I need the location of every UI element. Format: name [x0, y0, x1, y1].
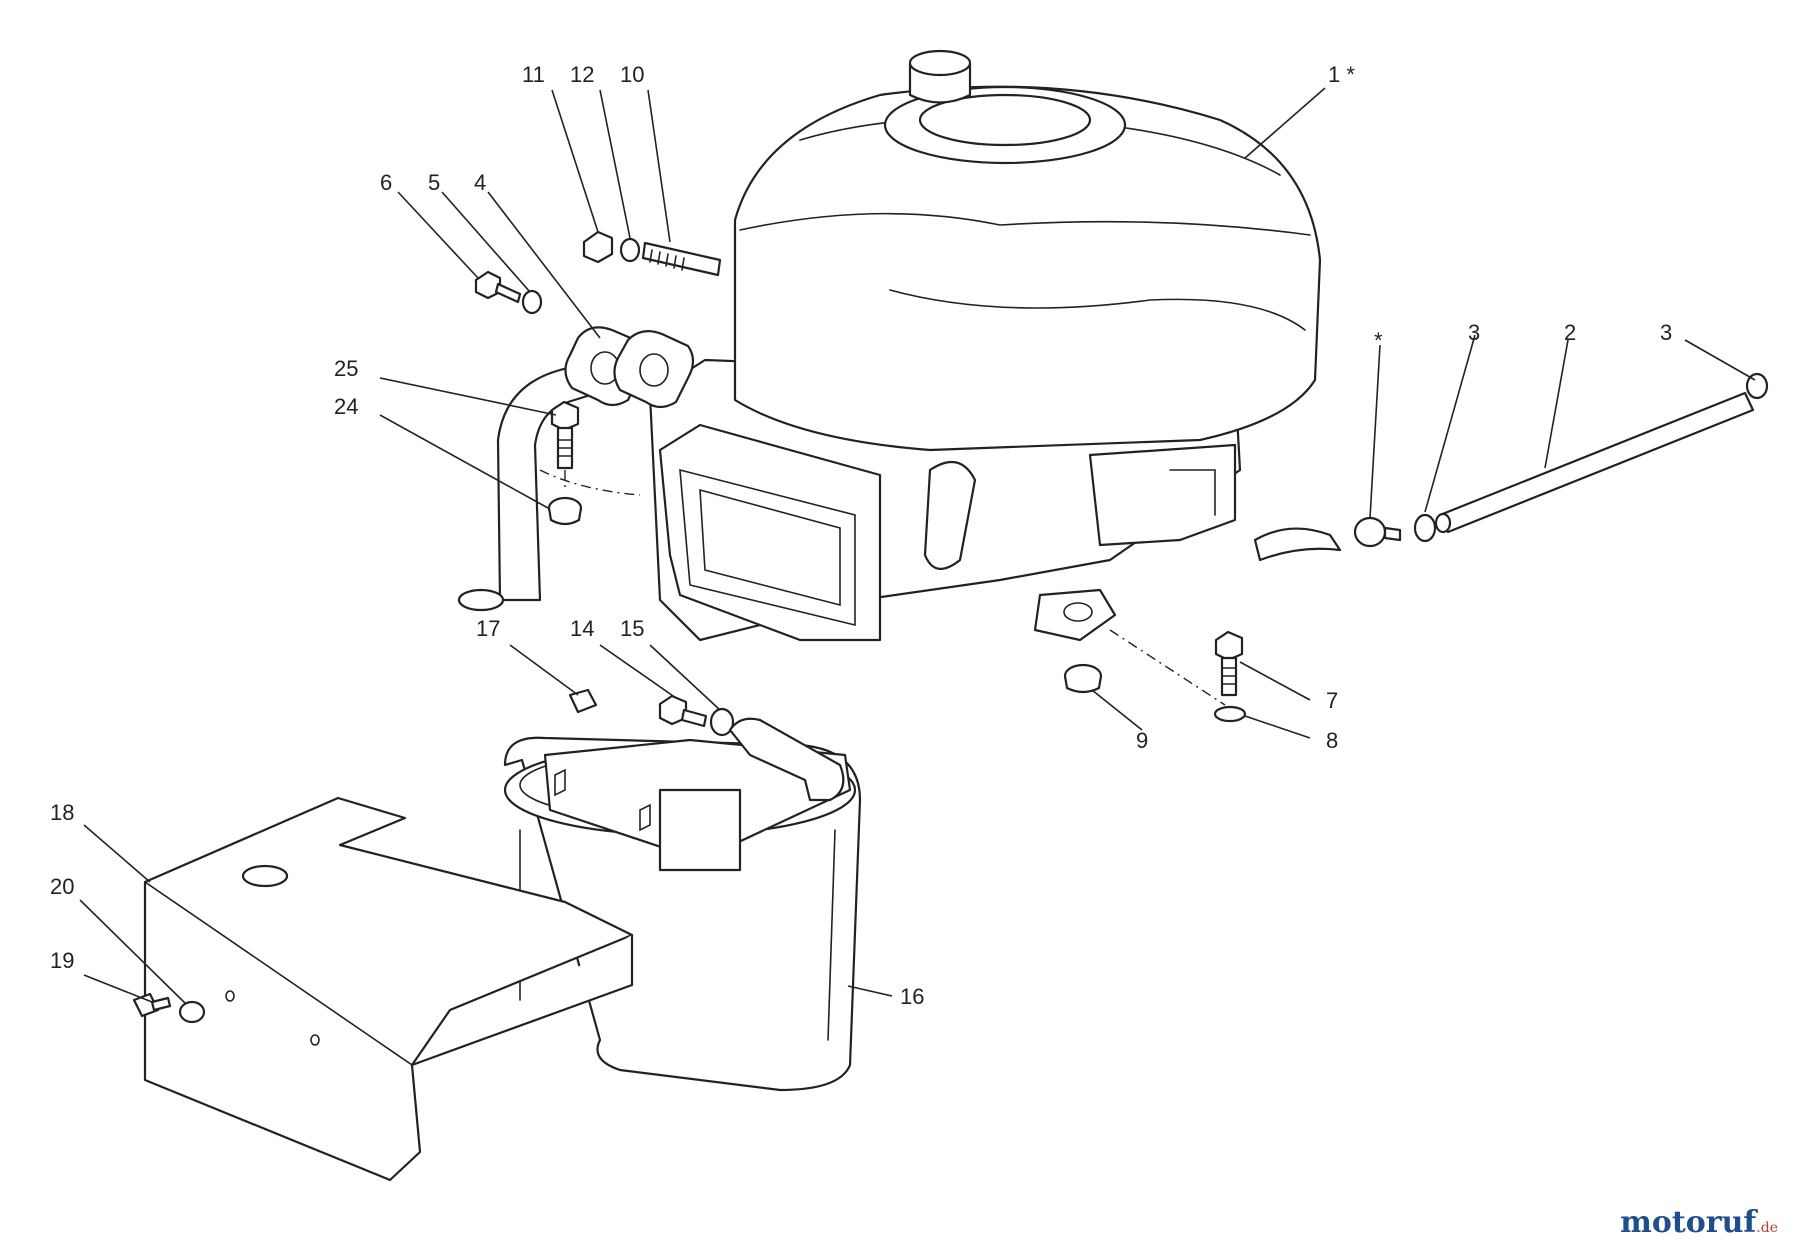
bracket-hardware: [568, 688, 735, 737]
callout-17: 17: [476, 616, 500, 641]
stud-assembly: [582, 230, 722, 277]
callout-14: 14: [570, 616, 594, 641]
bolt-7: [1063, 629, 1247, 723]
callout-4: 4: [474, 170, 486, 195]
bolt-6: [474, 270, 543, 315]
bolt-25: [539, 400, 641, 526]
callout-19: 19: [50, 948, 74, 973]
muffler: [503, 717, 862, 1092]
callout-15: 15: [620, 616, 644, 641]
callout-24: 24: [334, 394, 358, 419]
callout-16: 16: [900, 984, 924, 1009]
watermark-brand: motoruf: [1620, 1205, 1757, 1240]
bolt-19: [132, 992, 206, 1024]
callout-3-left: 3: [1468, 320, 1480, 345]
watermark-suffix: .de: [1756, 1220, 1778, 1236]
callout-10: 10: [620, 62, 644, 87]
callout-star: *: [1374, 328, 1383, 353]
fuel-line: [1253, 372, 1769, 562]
callout-18: 18: [50, 800, 74, 825]
callout-labels: 1 * 2 3 3 * 4 5 6 7 8 9 10 11 12 14 15 1…: [50, 62, 1672, 1009]
callout-1: 1 *: [1328, 62, 1355, 87]
heat-shield: [143, 796, 634, 1182]
engine: [648, 49, 1322, 642]
callout-5: 5: [428, 170, 440, 195]
leader-lines: [79, 87, 1756, 1005]
callout-3-right: 3: [1660, 320, 1672, 345]
callout-6: 6: [380, 170, 392, 195]
callout-20: 20: [50, 874, 74, 899]
exhaust-pipe: [457, 326, 695, 612]
callout-7: 7: [1326, 688, 1338, 713]
callout-9: 9: [1136, 728, 1148, 753]
callout-11: 11: [522, 62, 545, 87]
callout-25: 25: [334, 356, 358, 381]
watermark: motoruf.de: [1620, 1205, 1778, 1240]
callout-2: 2: [1564, 320, 1576, 345]
callout-8: 8: [1326, 728, 1338, 753]
callout-12: 12: [570, 62, 594, 87]
